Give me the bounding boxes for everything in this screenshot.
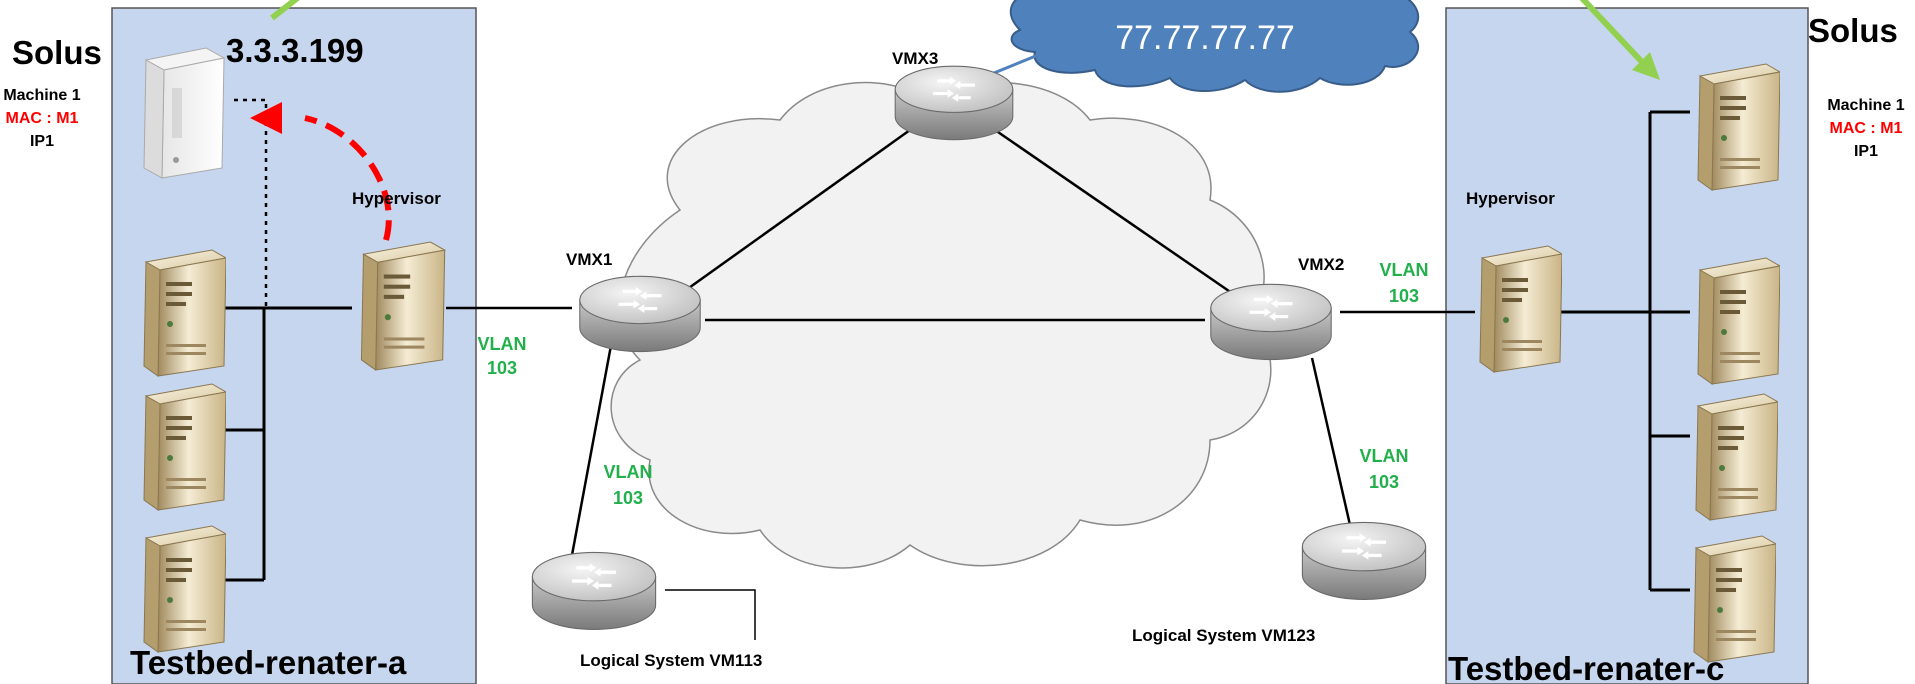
vmx3-label: VMX3 [892,49,938,68]
mac-label-right: MAC : M1 [1830,120,1903,137]
ls-vm113-label: Logical System VM113 [580,651,762,670]
server-icon [1693,535,1776,663]
vmx1-router-icon [577,274,703,354]
ip-label-right: IP1 [1854,143,1878,160]
ls-vm123-router-icon [1300,520,1428,602]
migration-arrow [304,115,392,241]
mac-label-left: MAC : M1 [6,110,79,127]
migration-arrowhead [250,102,282,134]
vlan-id-label: 103 [613,488,643,508]
testbed-c-wiring [1560,110,1690,592]
vm-machine1-c-icon [1697,63,1780,191]
server-icon [143,525,226,653]
ls-vm123-label: Logical System VM123 [1132,626,1315,645]
solus-label-right: Solus [1808,12,1898,49]
vmx3-router-icon [893,64,1015,142]
testbed-a-name: Testbed-renater-a [130,644,407,681]
server-icon [143,249,226,377]
ip-label-left: IP1 [30,133,54,150]
external-ip-label: 77.77.77.77 [1115,19,1295,57]
testbed-a-wiring [222,306,352,582]
vm-ip-label: 3.3.3.199 [226,32,364,69]
vmx2-router-icon [1208,282,1334,362]
pointer-arrow-right [1579,0,1660,80]
router-links [446,128,1475,556]
vmx1-label: VMX1 [566,250,612,269]
vm-link-dotted [234,98,268,308]
solus-label-left: Solus [12,34,102,71]
pointer-arrow-left [270,0,300,21]
hypervisor-c-icon [1479,245,1562,373]
migrated-vm-icon [143,47,226,179]
hypervisor-label-right: Hypervisor [1466,189,1555,208]
vmx2-label: VMX2 [1298,255,1344,274]
vlan-label: VLAN [604,462,653,482]
vlan-label: VLAN [1380,260,1429,280]
hypervisor-label-left: Hypervisor [352,189,441,208]
server-icon [1697,257,1780,385]
server-icon [1695,393,1778,521]
testbed-c-name: Testbed-renater-c [1448,650,1724,684]
vlan-id-label: 103 [487,358,517,378]
server-icon [143,383,226,511]
machine-name-right: Machine 1 [1827,97,1904,114]
vlan-id-label: 103 [1369,472,1399,492]
machine-name-left: Machine 1 [3,87,80,104]
ls-vm113-router-icon [530,550,658,632]
hypervisor-a-icon [360,241,446,371]
external-cloud [1009,0,1420,93]
ls-vm113-leader [665,589,756,640]
vlan-label: VLAN [478,334,527,354]
network-cloud [610,81,1272,569]
vlan-label: VLAN [1360,446,1409,466]
vlan-id-label: 103 [1389,286,1419,306]
